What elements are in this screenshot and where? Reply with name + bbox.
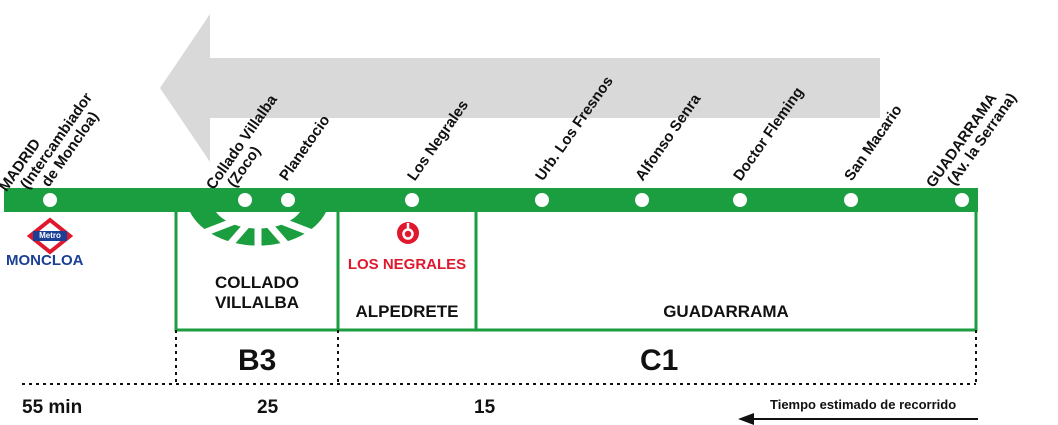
stop-dot-madrid xyxy=(43,193,57,207)
legend-text: Tiempo estimado de recorrido xyxy=(770,397,957,412)
municipality-collado-villalba: COLLADO VILLALBA xyxy=(214,273,300,312)
stop-dot-doctor-fleming xyxy=(733,193,747,207)
stop-dot-urb-los-fresnos xyxy=(535,193,549,207)
renfe-station-label: LOS NEGRALES xyxy=(347,256,467,273)
metro-station-label: MONCLOA xyxy=(6,252,84,269)
stop-dot-alfonso-senra xyxy=(635,193,649,207)
fare-zone-c1: C1 xyxy=(640,344,679,377)
time-collado-villalba: 25 xyxy=(257,397,279,418)
legend-arrow xyxy=(738,413,978,425)
municipality-alpedrete: ALPEDRETE xyxy=(355,302,459,321)
stop-dot-los-negrales xyxy=(405,193,419,207)
time-madrid: 55 min xyxy=(22,397,83,418)
zoco-icon xyxy=(190,208,326,265)
route-line xyxy=(4,188,978,212)
direction-arrow xyxy=(160,14,880,162)
stop-dot-guadarrama xyxy=(955,193,969,207)
metro-badge: Metro xyxy=(39,231,61,240)
municipality-guadarrama: GUADARRAMA xyxy=(663,302,789,321)
renfe-icon xyxy=(397,222,419,244)
stop-dot-san-macario xyxy=(844,193,858,207)
stop-dot-planetocio xyxy=(281,193,295,207)
time-los-negrales: 15 xyxy=(474,397,496,418)
stop-dot-collado-villalba xyxy=(238,193,252,207)
metro-icon xyxy=(26,217,74,255)
fare-zone-b3: B3 xyxy=(238,344,277,377)
